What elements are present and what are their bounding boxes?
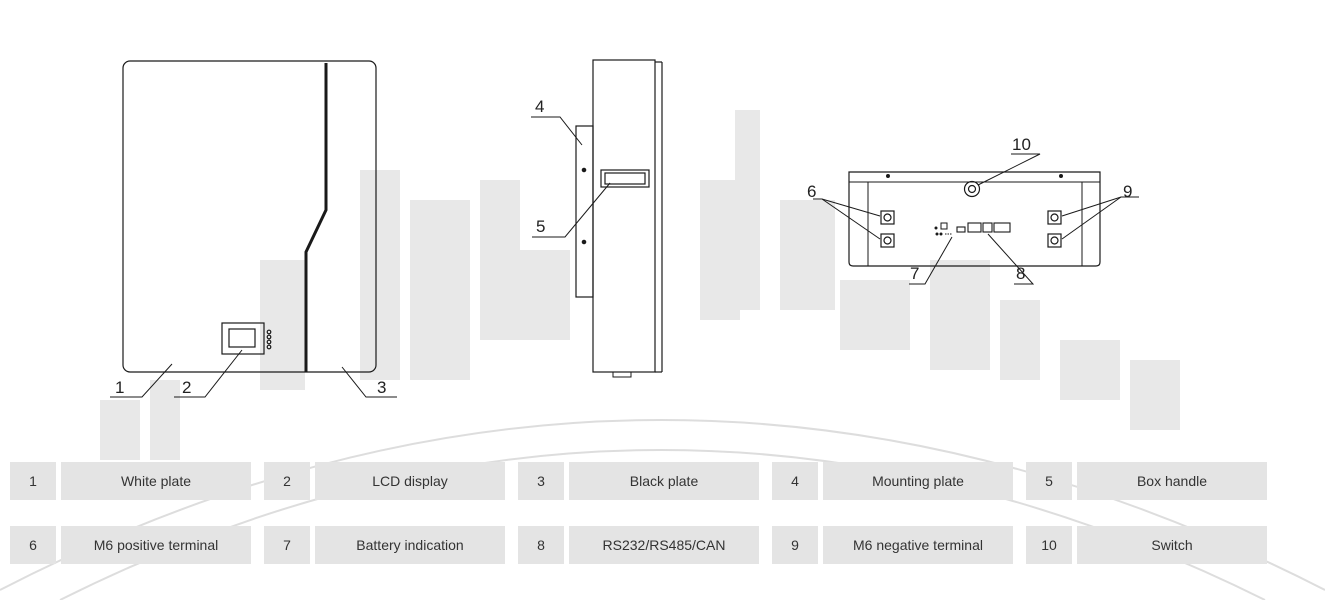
callout-4: 4 <box>535 97 544 116</box>
side-view <box>531 59 663 378</box>
callout-10: 10 <box>1012 135 1031 154</box>
front-black-plate-divider <box>304 63 328 372</box>
watermark-globe-arc-inner <box>59 449 1266 600</box>
side-leaders <box>531 116 611 238</box>
switch-knob <box>963 180 981 198</box>
callout-8: 8 <box>1016 264 1025 283</box>
bottom-leaders <box>813 153 1139 285</box>
front-view <box>110 60 397 398</box>
callout-7: 7 <box>910 264 919 283</box>
callout-3: 3 <box>377 378 386 397</box>
side-housing <box>592 59 656 373</box>
watermark-background <box>0 110 1325 600</box>
bottom-housing <box>848 171 1101 267</box>
battery-indication-leds <box>934 222 952 236</box>
front-housing <box>122 60 377 373</box>
watermark-globe-arc-outer <box>0 419 1325 591</box>
box-handle <box>600 169 650 188</box>
callout-9: 9 <box>1123 182 1132 201</box>
front-leaders <box>110 349 397 398</box>
bottom-view <box>813 153 1139 285</box>
mounting-plate <box>575 125 594 298</box>
callout-6: 6 <box>807 182 816 201</box>
positive-terminals <box>880 210 895 248</box>
communication-ports <box>956 222 1011 233</box>
watermark-city <box>100 110 1180 460</box>
lcd-display <box>221 322 272 355</box>
negative-terminals <box>1047 210 1062 248</box>
callout-2: 2 <box>182 378 191 397</box>
callout-1: 1 <box>115 378 124 397</box>
callout-5: 5 <box>536 217 545 236</box>
